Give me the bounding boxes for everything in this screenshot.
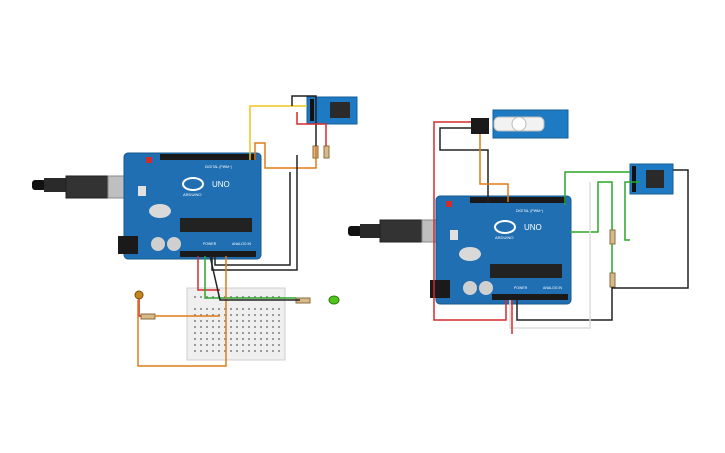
wire-black-gnd-right — [516, 287, 613, 321]
wires-left — [137, 95, 327, 367]
board-brand-right: ARDUINO — [495, 235, 513, 240]
arduino-uno-left[interactable]: ARDUINO UNO DIGITAL (PWM~) POWER ANALOG … — [118, 152, 262, 260]
green-led[interactable] — [328, 295, 340, 305]
board-model-right: UNO — [524, 223, 542, 232]
wires-right — [433, 121, 689, 334]
wire-yellow — [249, 105, 307, 160]
wire-green-esp-3 — [624, 181, 640, 241]
wire-black-gnd — [214, 172, 291, 266]
resistor-right-2[interactable] — [609, 272, 616, 288]
board-model-left: UNO — [212, 180, 230, 189]
wire-green-esp-2 — [570, 181, 613, 233]
wire-black-servo — [439, 127, 489, 202]
left-circuit: ARDUINO UNO DIGITAL (PWM~) POWER ANALOG … — [32, 95, 358, 367]
wire-green-esp-1 — [564, 171, 630, 205]
resistor-right-1[interactable] — [609, 229, 616, 245]
header-digital-left: DIGITAL (PWM~) — [205, 165, 232, 169]
header-power-left: POWER — [203, 242, 217, 246]
esp8266-module-right[interactable] — [629, 163, 674, 195]
header-power-right: POWER — [514, 286, 528, 290]
arduino-uno-right[interactable]: ARDUINO UNO DIGITAL (PWM~) POWER ANALOG … — [430, 195, 572, 305]
right-circuit: ARDUINO UNO DIGITAL (PWM~) POWER ANALOG … — [348, 109, 689, 334]
wire-orange-ldr — [137, 256, 227, 367]
wire-orange-servo — [479, 134, 509, 202]
wire-green-led — [204, 256, 296, 299]
photoresistor[interactable] — [134, 290, 144, 300]
header-analog-right: ANALOG IN — [543, 286, 563, 290]
wire-black-esp — [291, 95, 317, 146]
resistor-left-3[interactable] — [140, 313, 156, 320]
wire-white — [509, 182, 591, 329]
header-digital-right: DIGITAL (PWM~) — [516, 209, 543, 213]
wire-black-led — [209, 255, 300, 301]
usb-cable-left — [32, 175, 139, 199]
wire-red-esp — [296, 112, 327, 146]
breadboard[interactable] — [186, 287, 286, 361]
header-analog-left: ANALOG IN — [232, 242, 252, 246]
servo-motor[interactable] — [471, 109, 569, 139]
wire-red-ldr — [138, 299, 141, 317]
wire-black-esp-right — [612, 169, 689, 289]
esp8266-module-left[interactable] — [306, 96, 358, 125]
board-brand-left: ARDUINO — [183, 192, 201, 197]
wire-orange-esp — [254, 142, 317, 169]
wire-red-servo — [433, 121, 507, 321]
wire-red-bb — [197, 256, 220, 291]
resistor-left-2[interactable] — [323, 145, 330, 159]
